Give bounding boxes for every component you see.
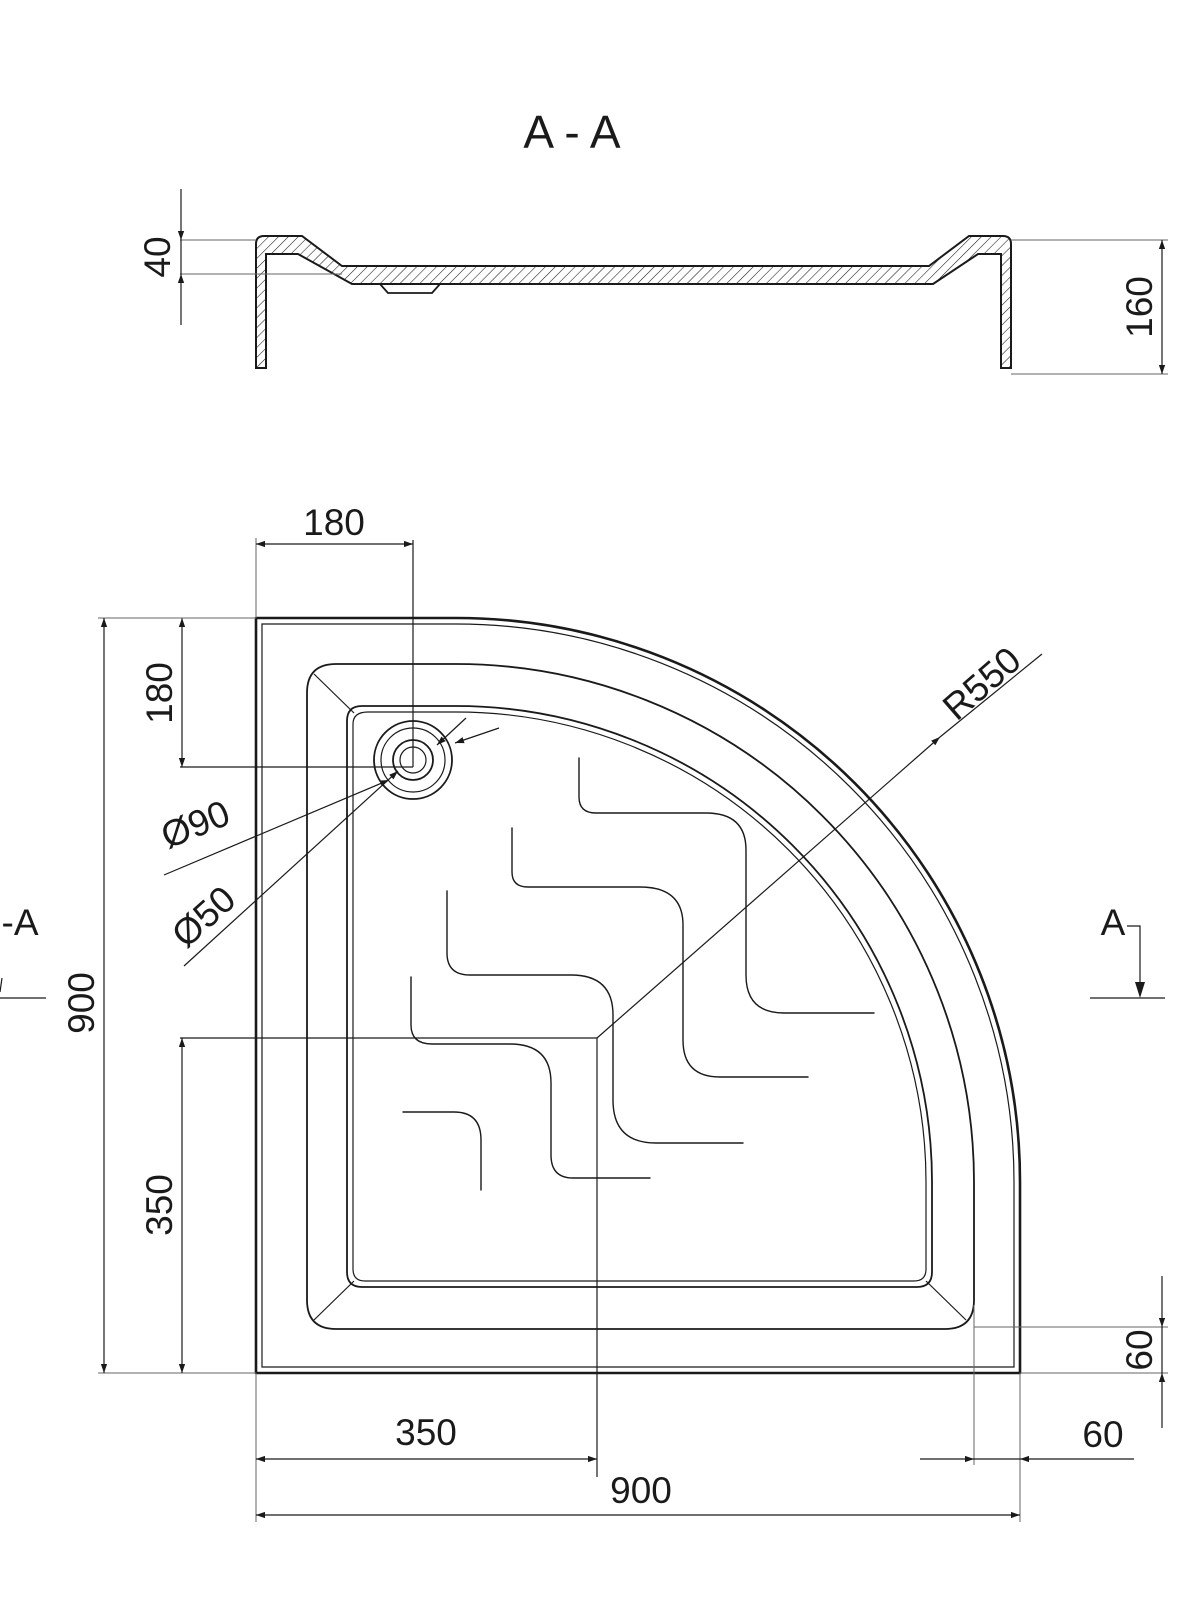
section-shell	[255, 235, 1012, 369]
section-view: A - A 40 160	[137, 106, 1168, 375]
floor-groove	[578, 757, 875, 1014]
rim-inner-edge	[306, 663, 975, 1330]
section-marker-right: A	[1090, 902, 1165, 999]
section-marker-left: -A	[0, 902, 46, 999]
dim-rim-width-vertical: 60	[1119, 1329, 1160, 1370]
dim-corner-height: 350	[139, 1174, 180, 1236]
basin-floor-edge	[346, 705, 933, 1288]
drain-recess	[379, 283, 441, 294]
dim-drain-inner-diameter: Ø50	[164, 878, 243, 955]
floor-groove	[446, 890, 744, 1144]
floor-groove	[410, 976, 651, 1179]
section-marker-label: A	[1101, 902, 1126, 943]
floor-groove	[402, 1111, 482, 1191]
dim-rim-height: 40	[137, 236, 178, 277]
dim-drain-offset-x: 180	[303, 502, 365, 543]
dim-drain-offset-y: 180	[139, 662, 180, 724]
dim-overall-height: 900	[61, 972, 102, 1034]
section-title: A - A	[523, 106, 620, 158]
tray-outer-outline	[254, 616, 1022, 1375]
floor-groove	[511, 827, 809, 1078]
plan-view: R550 Ø90 Ø50 180 180 900 350 350 900	[0, 502, 1168, 1522]
dim-rim-width-horizontal: 60	[1082, 1414, 1123, 1455]
section-marker-left-label: -A	[2, 902, 39, 943]
dim-drain-outer-diameter: Ø90	[155, 792, 235, 856]
dim-overall-width: 900	[610, 1470, 672, 1511]
dim-radius: R550	[935, 639, 1029, 728]
dim-total-height: 160	[1119, 276, 1160, 338]
dim-corner-width: 350	[395, 1412, 457, 1453]
